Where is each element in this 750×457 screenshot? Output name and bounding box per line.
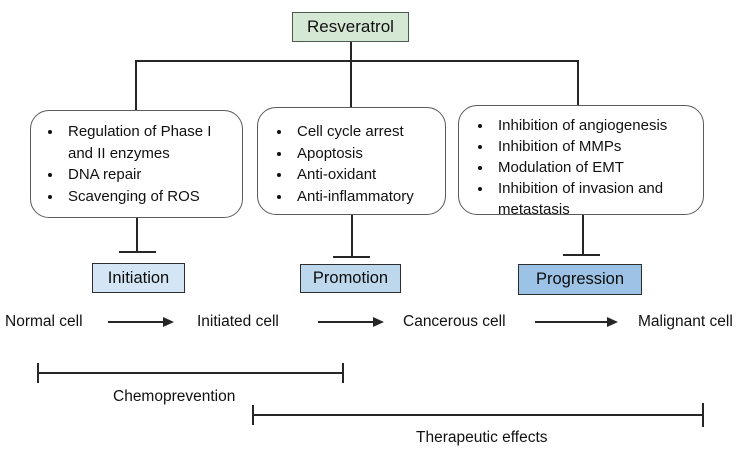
mechanism-box-progression: Inhibition of angiogenesisInhibition of …	[458, 105, 704, 218]
bullet-item: DNA repair	[63, 164, 234, 186]
inhibition-tbar-promotion	[333, 215, 370, 258]
bullet-item: Inhibition of angiogenesis	[493, 115, 695, 136]
mechanism-box-initiation: Regulation of Phase I and II enzymesDNA …	[30, 110, 243, 218]
mechanism-list-promotion: Cell cycle arrestApoptosisAnti-oxidantAn…	[258, 108, 445, 207]
cell-label-cancerous: Cancerous cell	[403, 313, 506, 330]
arrow-initiated-to-cancerous	[318, 317, 384, 327]
chemoprevention-label: Chemoprevention	[113, 388, 236, 405]
bracket-therapeutic-effects	[252, 403, 704, 427]
mechanism-list-progression: Inhibition of angiogenesisInhibition of …	[459, 106, 703, 220]
bullet-item: Inhibition of MMPs	[493, 136, 695, 157]
inhibition-tbar-initiation	[119, 218, 156, 253]
arrow-normal-to-initiated	[108, 317, 174, 327]
stage-box-promotion: Promotion	[300, 264, 401, 293]
stage-label-promotion: Promotion	[312, 269, 389, 287]
stage-label-progression: Progression	[535, 270, 625, 288]
therapeutic-effects-label: Therapeutic effects	[416, 429, 548, 446]
inhibition-tbar-progression	[563, 215, 600, 256]
bullet-item: Inhibition of invasion and metastasis	[493, 178, 695, 220]
bracket-chemoprevention	[37, 363, 344, 383]
cell-label-initiated: Initiated cell	[197, 313, 279, 330]
arrow-cancerous-to-malignant	[535, 317, 618, 327]
stage-box-progression: Progression	[518, 264, 642, 295]
resveratrol-label: Resveratrol	[307, 17, 394, 36]
bullet-item: Modulation of EMT	[493, 157, 695, 178]
mechanism-box-promotion: Cell cycle arrestApoptosisAnti-oxidantAn…	[257, 107, 446, 215]
connector-tree	[135, 42, 579, 110]
bullet-item: Anti-oxidant	[292, 164, 437, 186]
resveratrol-box: Resveratrol	[292, 12, 409, 42]
bullet-item: Anti-inflammatory	[292, 186, 437, 208]
cell-label-normal: Normal cell	[5, 313, 83, 330]
mechanism-list-initiation: Regulation of Phase I and II enzymesDNA …	[31, 111, 242, 207]
stage-label-initiation: Initiation	[107, 268, 170, 287]
bullet-item: Cell cycle arrest	[292, 121, 437, 143]
bullet-item: Regulation of Phase I and II enzymes	[63, 121, 234, 164]
bullet-item: Scavenging of ROS	[63, 186, 234, 208]
stage-box-initiation: Initiation	[92, 263, 185, 293]
cell-label-malignant: Malignant cell	[638, 313, 733, 330]
bullet-item: Apoptosis	[292, 143, 437, 165]
